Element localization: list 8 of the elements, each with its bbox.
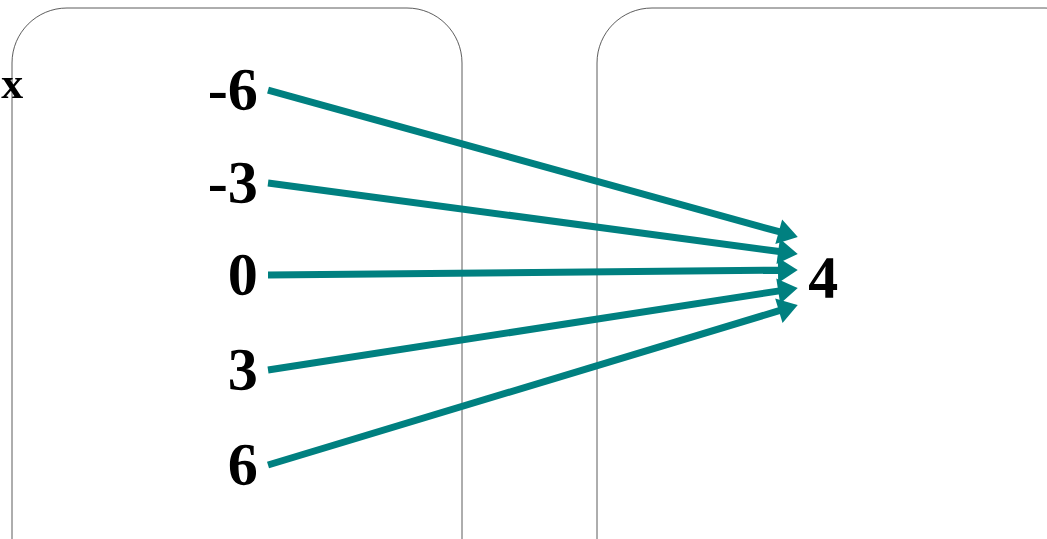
axis-label: x bbox=[1, 77, 23, 99]
number-label: 0 bbox=[230, 254, 256, 296]
rounded-box bbox=[596, 7, 1047, 539]
number-label: -3 bbox=[210, 162, 256, 204]
number-label: 6 bbox=[229, 444, 257, 486]
number-label: 4 bbox=[809, 258, 838, 298]
number-label: -6 bbox=[210, 69, 257, 111]
number-label: 3 bbox=[230, 349, 256, 391]
